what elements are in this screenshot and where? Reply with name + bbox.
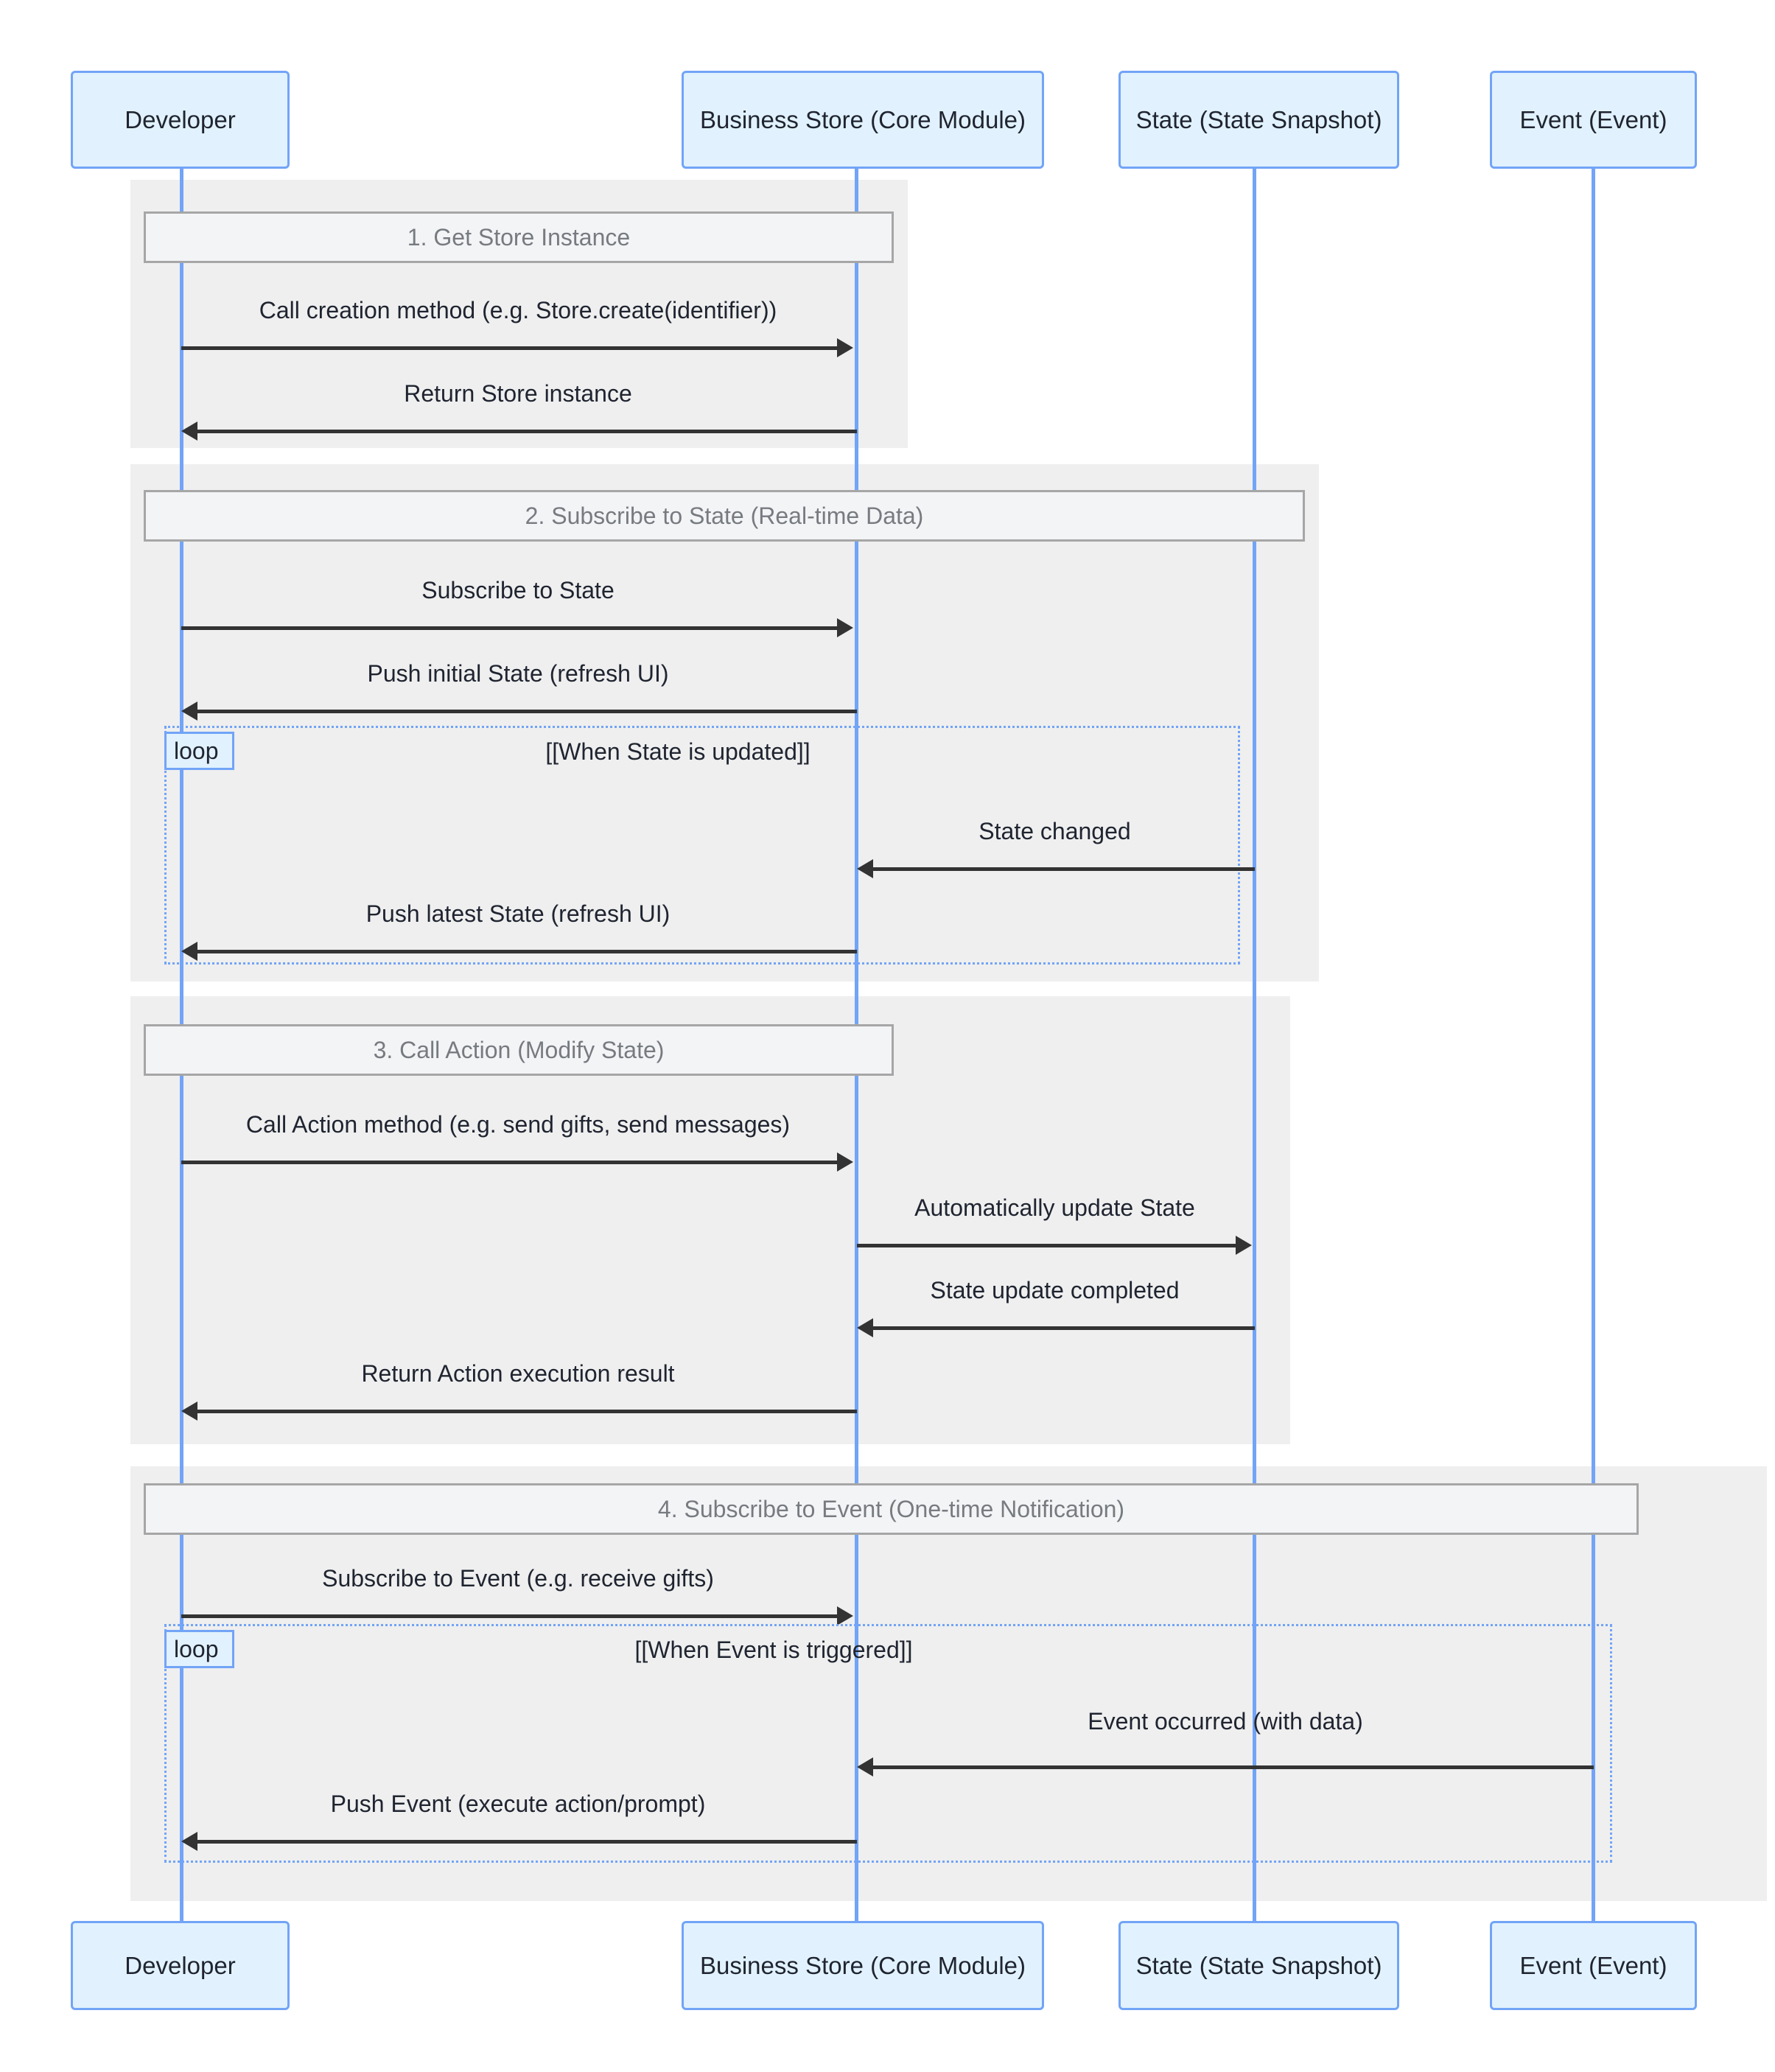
arrow-head-right-icon	[837, 1152, 853, 1172]
section-title-text: 3. Call Action (Modify State)	[373, 1036, 665, 1063]
loop-condition-text: [[When State is updated]]	[545, 738, 811, 765]
message-label: Push Event (execute action/prompt)	[181, 1791, 855, 1818]
section-title-text: 1. Get Store Instance	[407, 223, 631, 251]
participant-label: Business Store (Core Module)	[699, 105, 1026, 133]
section-2-title: 2. Subscribe to State (Real-time Data)	[144, 490, 1305, 542]
arrow-head-left-icon	[181, 942, 197, 961]
loop-tag-text: loop	[174, 737, 219, 764]
participant-bottom-event[interactable]: Event (Event)	[1490, 1921, 1697, 2010]
participant-top-store[interactable]: Business Store (Core Module)	[682, 71, 1044, 169]
message-label: Push latest State (refresh UI)	[181, 900, 855, 928]
message-line	[181, 626, 837, 630]
participant-top-developer[interactable]: Developer	[71, 71, 290, 169]
section-4-background	[130, 1466, 1767, 1901]
message-line	[873, 867, 1255, 871]
message-text: Subscribe to State	[421, 577, 615, 603]
message-label: State changed	[857, 818, 1253, 845]
message-label: Event occurred (with data)	[857, 1708, 1594, 1735]
participant-label: Developer	[125, 1951, 236, 1979]
message-label: Subscribe to State	[181, 577, 855, 604]
message-line	[181, 1161, 837, 1164]
loop-tag: loop	[164, 732, 234, 770]
participant-label: Business Store (Core Module)	[699, 1951, 1026, 1979]
loop-condition-text: [[When Event is triggered]]	[634, 1637, 913, 1663]
message-text: Call Action method (e.g. send gifts, sen…	[245, 1111, 791, 1138]
participant-label: Developer	[125, 105, 236, 133]
loop-condition-label: [[When Event is triggered]]	[405, 1637, 1142, 1664]
loop-block-state-updated	[164, 726, 1240, 965]
message-line	[197, 1410, 857, 1413]
message-label: Subscribe to Event (e.g. receive gifts)	[181, 1565, 855, 1592]
message-text: Return Store instance	[404, 380, 632, 407]
arrow-head-right-icon	[837, 618, 853, 637]
message-label: Call creation method (e.g. Store.create(…	[181, 297, 855, 324]
message-label: State update completed	[857, 1277, 1253, 1304]
arrow-head-left-icon	[857, 1757, 873, 1777]
participant-label: Event (Event)	[1519, 1951, 1667, 1979]
message-line	[857, 1244, 1236, 1247]
message-line	[197, 950, 857, 953]
message-line	[873, 1326, 1255, 1330]
arrow-head-left-icon	[181, 1401, 197, 1421]
participant-label: Event (Event)	[1519, 105, 1667, 133]
arrow-head-left-icon	[857, 1318, 873, 1337]
participant-bottom-developer[interactable]: Developer	[71, 1921, 290, 2010]
message-text: Event occurred (with data)	[1088, 1708, 1363, 1735]
section-title-text: 2. Subscribe to State (Real-time Data)	[525, 502, 924, 529]
message-label: Call Action method (e.g. send gifts, sen…	[181, 1111, 855, 1138]
message-text: Return Action execution result	[361, 1360, 675, 1387]
arrow-head-left-icon	[181, 421, 197, 441]
arrow-head-right-icon	[837, 1606, 853, 1625]
loop-tag: loop	[164, 1630, 234, 1668]
message-text: Subscribe to Event (e.g. receive gifts)	[322, 1565, 714, 1592]
message-line	[197, 710, 857, 713]
message-text: Push Event (execute action/prompt)	[330, 1791, 706, 1817]
message-text: Automatically update State	[914, 1194, 1195, 1221]
message-text: State update completed	[930, 1277, 1180, 1303]
message-line	[197, 430, 857, 433]
message-text: State changed	[978, 818, 1131, 844]
section-4-title: 4. Subscribe to Event (One-time Notifica…	[144, 1483, 1639, 1535]
loop-block-event-triggered	[164, 1624, 1612, 1863]
participant-top-event[interactable]: Event (Event)	[1490, 71, 1697, 169]
message-text: Push latest State (refresh UI)	[365, 900, 671, 927]
section-title-text: 4. Subscribe to Event (One-time Notifica…	[657, 1495, 1125, 1522]
message-line	[197, 1840, 857, 1844]
message-line	[181, 1614, 837, 1618]
participant-bottom-state[interactable]: State (State Snapshot)	[1118, 1921, 1399, 2010]
participant-bottom-store[interactable]: Business Store (Core Module)	[682, 1921, 1044, 2010]
section-2-background	[130, 464, 1319, 981]
arrow-head-left-icon	[181, 701, 197, 721]
message-line	[873, 1765, 1594, 1769]
message-line	[181, 346, 837, 350]
message-text: Push initial State (refresh UI)	[367, 660, 669, 687]
arrow-head-left-icon	[181, 1832, 197, 1851]
arrow-head-left-icon	[857, 859, 873, 878]
lifeline-state	[1253, 168, 1256, 1936]
message-label: Return Action execution result	[181, 1360, 855, 1387]
section-3-title: 3. Call Action (Modify State)	[144, 1024, 894, 1076]
participant-label: State (State Snapshot)	[1135, 105, 1382, 133]
arrow-head-right-icon	[837, 338, 853, 357]
message-label: Push initial State (refresh UI)	[181, 660, 855, 687]
loop-condition-label: [[When State is updated]]	[309, 738, 1046, 766]
participant-top-state[interactable]: State (State Snapshot)	[1118, 71, 1399, 169]
message-label: Return Store instance	[181, 380, 855, 407]
participant-label: State (State Snapshot)	[1135, 1951, 1382, 1979]
lifeline-event	[1592, 168, 1595, 1936]
arrow-head-right-icon	[1236, 1236, 1252, 1255]
loop-tag-text: loop	[174, 1635, 219, 1662]
message-label: Automatically update State	[857, 1194, 1253, 1222]
message-text: Call creation method (e.g. Store.create(…	[259, 297, 777, 323]
section-1-title: 1. Get Store Instance	[144, 211, 894, 263]
